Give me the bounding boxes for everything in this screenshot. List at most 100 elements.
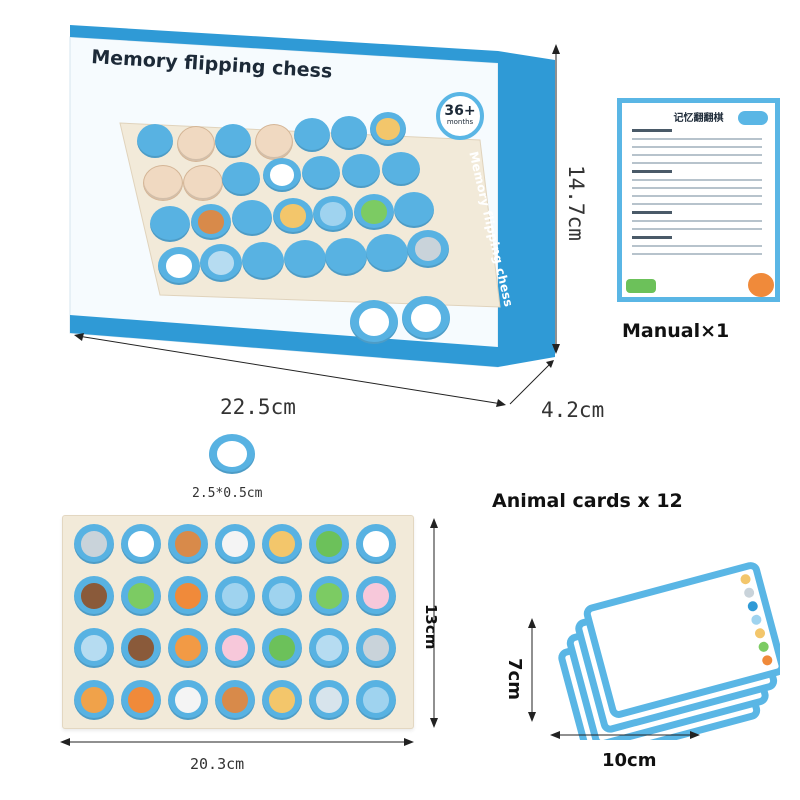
crocodile-icon xyxy=(316,531,342,557)
board-chip-tiger xyxy=(121,680,161,720)
monkey-icon xyxy=(175,531,201,557)
box-chip xyxy=(382,152,420,186)
board-chip-giraffe xyxy=(262,524,302,564)
age-badge-number: 36+ xyxy=(444,103,476,119)
board-chip-crocodile xyxy=(309,524,349,564)
rabbit-icon xyxy=(222,635,248,661)
monkey-icon xyxy=(222,687,248,713)
box-chip-empty xyxy=(177,126,215,162)
box-loose-chip-cow xyxy=(402,296,450,340)
hippo-icon xyxy=(316,687,342,713)
zebra-icon xyxy=(222,531,248,557)
box-chip xyxy=(342,154,380,188)
manual-caption: Manual×1 xyxy=(622,320,730,342)
elephant-icon xyxy=(269,583,295,609)
cow-icon xyxy=(128,531,154,557)
card-dimension-lines xyxy=(528,618,700,739)
animal-cards-drawing xyxy=(558,562,780,740)
board-chip-zebra xyxy=(215,524,255,564)
box-depth-label: 4.2cm xyxy=(541,398,605,422)
board-chip-koala xyxy=(356,628,396,668)
bear-icon xyxy=(81,583,107,609)
koala-icon xyxy=(363,635,389,661)
board-chip-frog xyxy=(309,576,349,616)
manual-plane-icon xyxy=(738,111,768,125)
elephant-icon xyxy=(222,583,248,609)
box-chip xyxy=(331,116,367,150)
box-chip-giraffe xyxy=(273,198,313,234)
board-chip-bear xyxy=(121,628,161,668)
cat-icon xyxy=(81,687,107,713)
box-loose-chip-cow xyxy=(350,300,398,344)
animal-cards-caption: Animal cards x 12 xyxy=(492,490,683,512)
board-chip-rabbit xyxy=(356,576,396,616)
manual-card: 记忆翻翻棋 xyxy=(617,98,780,302)
box-chip-zebra xyxy=(263,158,301,192)
card-width-label: 10cm xyxy=(602,750,657,771)
box-chip xyxy=(242,242,284,280)
zebra-icon xyxy=(175,687,201,713)
board-chip-mouse xyxy=(309,628,349,668)
manual-crocodile-icon xyxy=(626,279,656,293)
box-chip-mouse xyxy=(200,244,242,282)
board-chip-monkey xyxy=(215,680,255,720)
manual-text-lines xyxy=(632,129,762,261)
koala-icon xyxy=(81,531,107,557)
board-chip-monkey xyxy=(168,524,208,564)
board-chip-elephant xyxy=(215,576,255,616)
box-chip xyxy=(325,238,367,276)
board-dimension-lines xyxy=(60,518,438,746)
box-tray-chips xyxy=(137,112,450,344)
box-dimension-lines xyxy=(74,44,560,407)
board-width-label: 20.3cm xyxy=(190,755,245,773)
box-chip-monkey xyxy=(191,204,231,240)
tiger-icon xyxy=(128,687,154,713)
single-chip-cow xyxy=(209,434,255,474)
box-chip xyxy=(302,156,340,190)
box-chip-empty xyxy=(143,165,183,201)
giraffe-icon xyxy=(269,687,295,713)
box-height-label: 14.7cm xyxy=(564,165,588,241)
box-chip-zebra xyxy=(158,247,200,285)
board-chip-koala xyxy=(74,524,114,564)
mouse-icon xyxy=(316,635,342,661)
board-chip-cow xyxy=(356,524,396,564)
board-chip-tiger xyxy=(168,576,208,616)
board-chip-cow xyxy=(121,524,161,564)
board-chip-crocodile xyxy=(262,628,302,668)
manual-title: 记忆翻翻棋 xyxy=(673,113,724,124)
giraffe-icon xyxy=(269,531,295,557)
board-chip-grid xyxy=(74,524,404,724)
tiger-icon xyxy=(175,583,201,609)
fox-icon xyxy=(175,635,201,661)
box-chip-frog xyxy=(354,194,394,230)
box-chip xyxy=(215,124,251,158)
manual-tiger-icon xyxy=(748,273,774,297)
rabbit-icon xyxy=(363,583,389,609)
age-badge-unit: months xyxy=(446,118,474,126)
box-chip-koala xyxy=(407,230,449,268)
box-width-label: 22.5cm xyxy=(220,395,296,419)
cow-icon xyxy=(363,531,389,557)
box-chip xyxy=(366,234,408,272)
box-chip xyxy=(232,200,272,236)
board-chip-bear xyxy=(74,576,114,616)
card-height-label: 7cm xyxy=(504,658,525,700)
board-chip-elephant xyxy=(356,680,396,720)
bear-icon xyxy=(128,635,154,661)
elephant-icon xyxy=(363,687,389,713)
box-chip xyxy=(294,118,330,152)
box-chip-giraffe xyxy=(370,112,406,146)
frog-icon xyxy=(316,583,342,609)
box-chip xyxy=(394,192,434,228)
board-chip-fox xyxy=(168,628,208,668)
board-chip-zebra xyxy=(168,680,208,720)
box-chip-elephant xyxy=(313,196,353,232)
mouse-icon xyxy=(81,635,107,661)
age-badge: 36+ months xyxy=(436,92,484,140)
animal-cards-stack xyxy=(520,540,780,740)
board-chip-rabbit xyxy=(215,628,255,668)
crocodile-icon xyxy=(269,635,295,661)
board-chip-giraffe xyxy=(262,680,302,720)
box-chip xyxy=(150,206,190,242)
